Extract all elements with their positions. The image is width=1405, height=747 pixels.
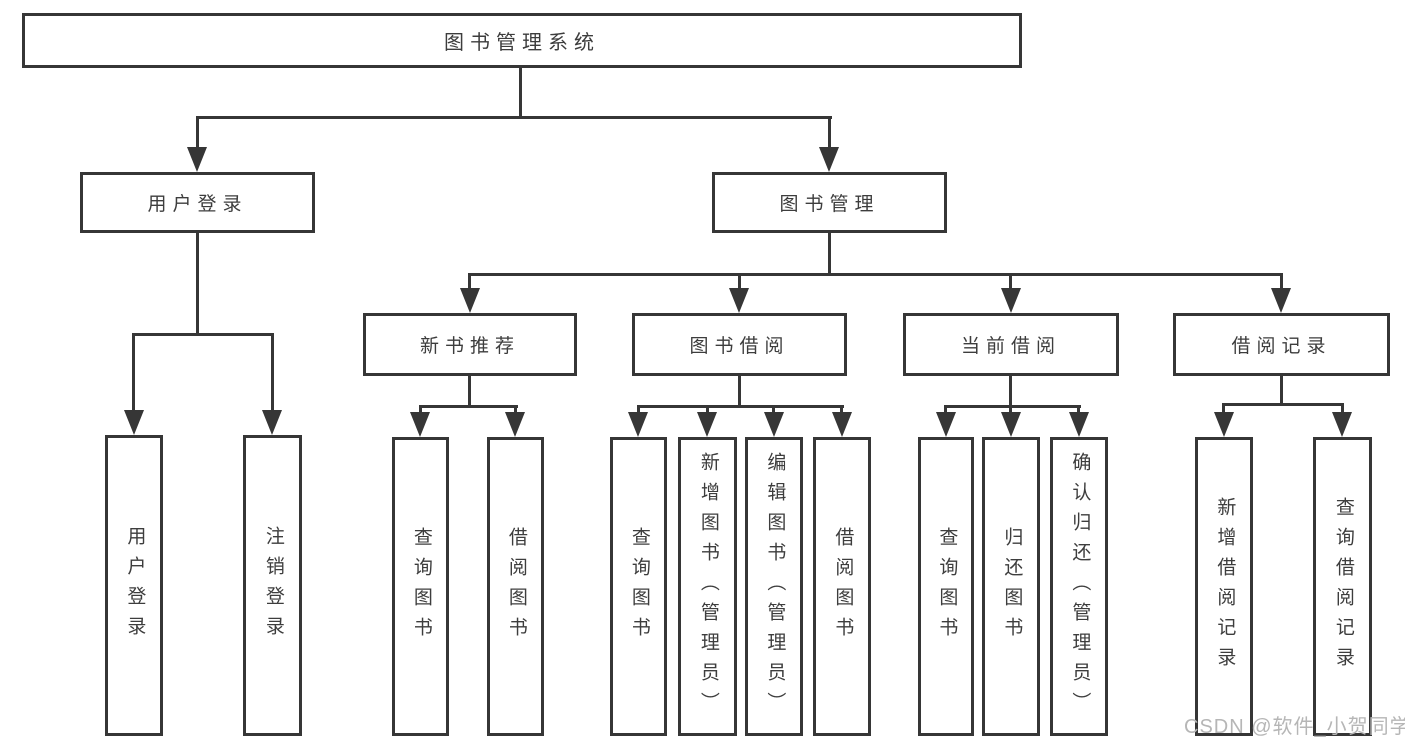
leaf-edit-book-admin: 编辑图书（管理员）	[745, 437, 803, 736]
connector-line	[468, 376, 471, 407]
leaf-confirm-return-admin: 确认归还（管理员）	[1050, 437, 1108, 736]
leaf-logout: 注销登录	[243, 435, 302, 736]
connector-line	[468, 276, 471, 289]
connector-line	[196, 116, 832, 119]
arrow-down-icon	[832, 412, 852, 437]
leaf-add-book-admin: 新增图书（管理员）	[678, 437, 737, 736]
arrow-down-icon	[729, 288, 749, 313]
arrow-down-icon	[1001, 412, 1021, 437]
leaf-return-books: 归还图书	[982, 437, 1040, 736]
connector-line	[514, 408, 517, 414]
arrow-down-icon	[410, 412, 430, 437]
connector-line	[196, 119, 199, 147]
connector-line	[1077, 408, 1080, 414]
connector-line	[1009, 276, 1012, 289]
connector-line	[132, 336, 135, 410]
arrow-down-icon	[460, 288, 480, 313]
watermark: CSDN @软件_小贺同学	[1184, 716, 1405, 738]
connector-line	[519, 68, 522, 118]
leaf-query-books-3: 查询图书	[918, 437, 974, 736]
connector-line	[1341, 406, 1344, 412]
connector-line	[828, 119, 831, 147]
node-borrowing-records: 借阅记录	[1173, 313, 1390, 376]
leaf-borrow-books-2: 借阅图书	[813, 437, 871, 736]
arrow-down-icon	[819, 147, 839, 172]
connector-line	[1009, 408, 1012, 414]
node-book-borrowing: 图书借阅	[632, 313, 847, 376]
connector-line	[772, 408, 775, 414]
arrow-down-icon	[1271, 288, 1291, 313]
leaf-query-books-2: 查询图书	[610, 437, 667, 736]
leaf-borrow-books-1: 借阅图书	[487, 437, 544, 736]
connector-line	[738, 376, 741, 407]
connector-line	[1009, 376, 1012, 407]
connector-line	[468, 273, 1283, 276]
node-current-borrowing: 当前借阅	[903, 313, 1119, 376]
connector-line	[1222, 406, 1225, 412]
connector-line	[840, 408, 843, 414]
leaf-query-books-1: 查询图书	[392, 437, 449, 736]
connector-line	[1280, 276, 1283, 289]
arrow-down-icon	[697, 412, 717, 437]
arrow-down-icon	[764, 412, 784, 437]
node-user-login: 用户登录	[80, 172, 315, 233]
connector-line	[944, 405, 1081, 408]
connector-line	[419, 405, 518, 408]
node-new-book-recommend: 新书推荐	[363, 313, 577, 376]
connector-line	[196, 233, 199, 335]
connector-line	[738, 276, 741, 289]
connector-line	[706, 408, 709, 414]
connector-line	[637, 408, 640, 414]
arrow-down-icon	[1214, 412, 1234, 437]
node-book-management: 图书管理	[712, 172, 947, 233]
leaf-add-borrow-record: 新增借阅记录	[1195, 437, 1253, 736]
connector-line	[637, 405, 844, 408]
node-library-management-system: 图书管理系统	[22, 13, 1022, 68]
connector-line	[944, 408, 947, 414]
arrow-down-icon	[124, 410, 144, 435]
arrow-down-icon	[1332, 412, 1352, 437]
connector-line	[1222, 403, 1344, 406]
arrow-down-icon	[505, 412, 525, 437]
arrow-down-icon	[1001, 288, 1021, 313]
connector-line	[132, 333, 274, 336]
arrow-down-icon	[187, 147, 207, 172]
arrow-down-icon	[1069, 412, 1089, 437]
connector-line	[419, 408, 422, 414]
leaf-user-login: 用户登录	[105, 435, 163, 736]
arrow-down-icon	[936, 412, 956, 437]
arrow-down-icon	[628, 412, 648, 437]
leaf-query-borrow-record: 查询借阅记录	[1313, 437, 1372, 736]
connector-line	[271, 336, 274, 410]
connector-line	[1280, 376, 1283, 405]
arrow-down-icon	[262, 410, 282, 435]
connector-line	[828, 233, 831, 275]
